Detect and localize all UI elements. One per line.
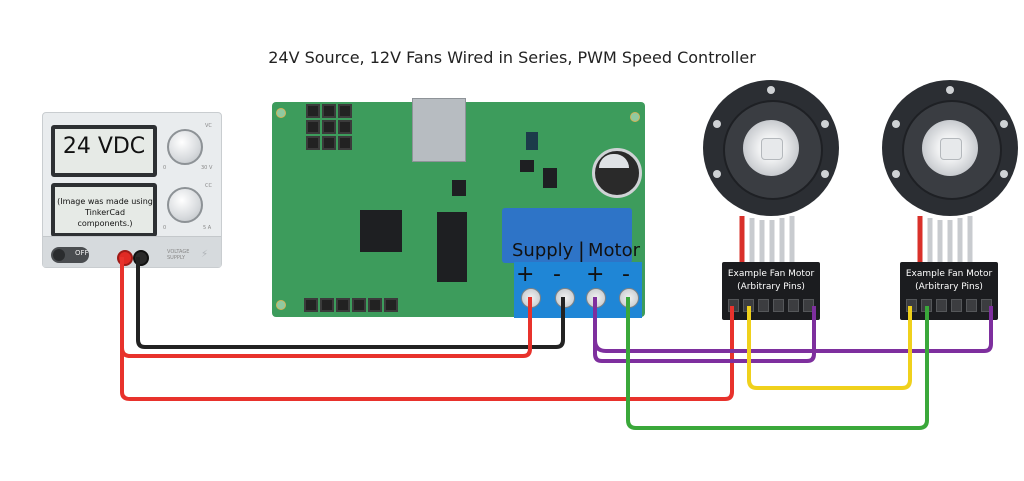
motor-minus-sign: - xyxy=(622,262,630,287)
cc-label: CC xyxy=(205,183,212,189)
fan-1-label-text: Example Fan Motor (Arbitrary Pins) xyxy=(722,268,820,294)
power-switch-label: OFF xyxy=(75,249,89,257)
header-pin xyxy=(322,104,336,118)
power-switch[interactable]: OFF xyxy=(51,247,89,263)
header-pin xyxy=(336,298,350,312)
header-pin xyxy=(306,136,320,150)
purple-wire-fan1 xyxy=(593,297,816,363)
small-component xyxy=(526,132,538,150)
header-pin xyxy=(352,298,366,312)
microcontroller-chip xyxy=(360,210,402,252)
header-pin xyxy=(368,298,382,312)
red-wire-supply xyxy=(120,257,532,358)
fan-bolt xyxy=(821,170,829,178)
motor-label: Motor xyxy=(588,240,641,261)
driver-chip xyxy=(437,212,467,282)
amp-scale-label: 5 A xyxy=(203,225,212,231)
supply-minus-sign: - xyxy=(553,262,561,287)
fan-bolt xyxy=(1000,170,1008,178)
header-pin xyxy=(320,298,334,312)
diagram-title: 24V Source, 12V Fans Wired in Series, PW… xyxy=(268,48,756,67)
header-pin xyxy=(306,120,320,134)
fan-bolt xyxy=(946,86,954,94)
voltage-knob[interactable] xyxy=(167,129,203,165)
mount-hole xyxy=(276,300,286,310)
red-wire-fan xyxy=(120,306,734,401)
header-pin xyxy=(322,136,336,150)
power-supply: 24 VDC (Image was made using TinkerCad c… xyxy=(42,112,222,268)
black-wire xyxy=(136,257,565,349)
header-pin xyxy=(338,120,352,134)
fan-bolt xyxy=(821,120,829,128)
header-pin xyxy=(338,104,352,118)
fan-2-label-text: Example Fan Motor (Arbitrary Pins) xyxy=(900,268,998,294)
voltage-readout: 24 VDC xyxy=(62,134,146,159)
header-pin xyxy=(384,298,398,312)
panel-caption: VOLTAGE SUPPLY xyxy=(167,249,190,261)
label-divider: | xyxy=(578,238,585,262)
terminal-block xyxy=(502,208,632,263)
fan-bolt xyxy=(713,120,721,128)
fan-2-label-line2: (Arbitrary Pins) xyxy=(915,282,983,292)
fan-2-label-line1: Example Fan Motor xyxy=(905,269,993,279)
header-pin xyxy=(304,298,318,312)
small-component xyxy=(543,168,557,188)
small-component xyxy=(452,180,466,196)
fan-bolt xyxy=(767,86,775,94)
fan-motor-2 xyxy=(882,80,1018,216)
fan-1-ribbon xyxy=(739,216,795,262)
fan-bolt xyxy=(892,120,900,128)
fan-2-label: Example Fan Motor (Arbitrary Pins) xyxy=(900,262,998,320)
fan-bolt xyxy=(892,170,900,178)
fan-bolt xyxy=(713,170,721,178)
yellow-wire xyxy=(747,306,912,390)
fan-1-label-line2: (Arbitrary Pins) xyxy=(737,282,805,292)
fan-bolt xyxy=(1000,120,1008,128)
mount-hole xyxy=(276,108,286,118)
fan-hub xyxy=(922,120,978,176)
volt-zero-label: 0 xyxy=(163,165,167,171)
header-pin xyxy=(338,136,352,150)
voltage-display: 24 VDC xyxy=(51,125,157,177)
tinkercad-note: (Image was made using TinkerCad componen… xyxy=(57,197,153,228)
supply-label: Supply xyxy=(512,240,574,261)
amp-zero-label: 0 xyxy=(163,225,167,231)
purple-wire-fan2 xyxy=(593,306,993,353)
supply-plus-sign: + xyxy=(516,262,535,287)
header-pin xyxy=(322,120,336,134)
mount-hole xyxy=(630,112,640,122)
fan-1-pins xyxy=(728,299,814,313)
fan-2-ribbon xyxy=(917,216,973,262)
volt-scale-label: 30 V xyxy=(201,165,213,171)
motor-plus-sign: + xyxy=(586,262,605,287)
vc-label: VC xyxy=(205,123,212,129)
fan-1-label: Example Fan Motor (Arbitrary Pins) xyxy=(722,262,820,320)
green-wire xyxy=(626,297,929,430)
small-component xyxy=(520,160,534,172)
fan-motor-1 xyxy=(703,80,839,216)
note-display: (Image was made using TinkerCad componen… xyxy=(51,183,157,237)
capacitor xyxy=(592,148,642,198)
lightning-icon: ⚡ xyxy=(201,249,209,260)
usb-connector xyxy=(412,98,466,162)
header-pin xyxy=(306,104,320,118)
fan-hub xyxy=(743,120,799,176)
current-knob[interactable] xyxy=(167,187,203,223)
fan-1-label-line1: Example Fan Motor xyxy=(727,269,815,279)
